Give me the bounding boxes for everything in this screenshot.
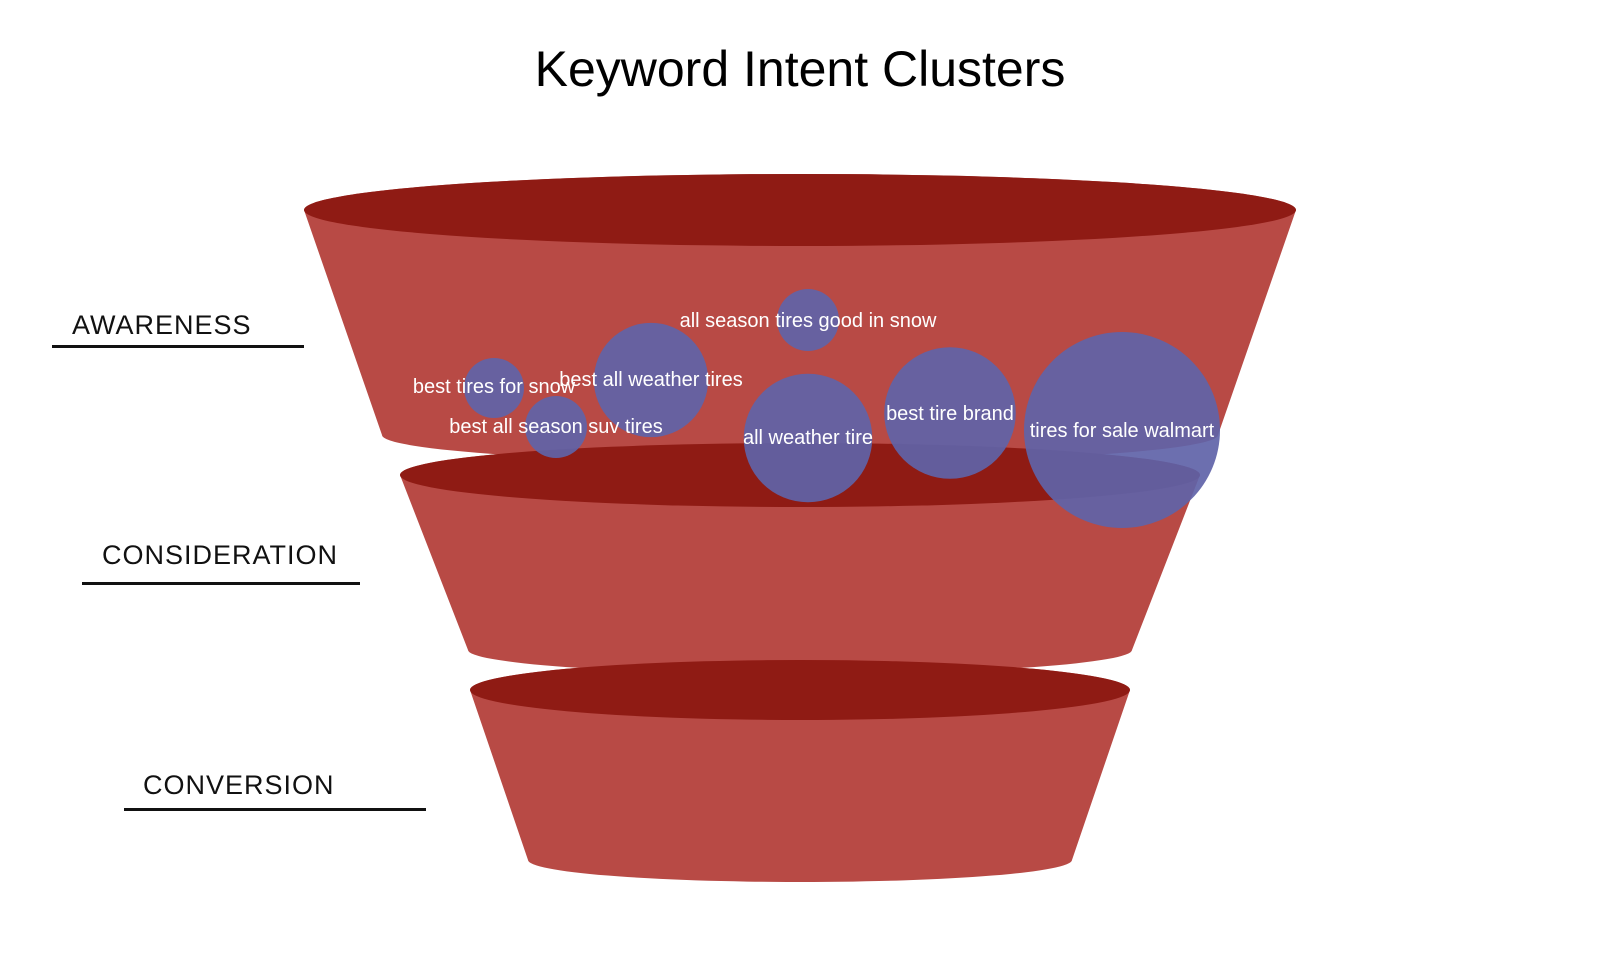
stage-label-consideration: CONSIDERATION [102,540,339,570]
funnel-rim-conversion [470,660,1130,720]
bubble-1 [464,358,524,418]
bubble-4 [743,373,873,503]
bubble-label-2: best all weather tires [559,369,742,391]
bubble-label-6: tires for sale walmart [1030,420,1215,442]
bubble-label-3: best all season suv tires [449,416,662,438]
bubble-0 [777,289,839,351]
stage-underline-awareness [52,345,304,348]
bubble-label-1: best tires for snow [413,376,576,398]
bubble-2 [593,322,709,438]
funnel-rim-awareness [304,174,1296,246]
bubble-layer: all season tires good in snow best tires … [413,289,1220,528]
bubble-label-5: best tire brand [886,403,1014,425]
bubble-5 [884,347,1016,479]
stage-underline-consideration [82,582,360,585]
bubble-label-4: all weather tire [743,427,873,449]
stage-label-conversion: CONVERSION [143,770,335,800]
stage-underline-conversion [124,808,426,811]
chart-title: Keyword Intent Clusters [534,41,1066,97]
bubble-3 [525,396,587,458]
funnel-layer [304,174,1296,882]
bubble-6 [1024,332,1220,528]
stage-label-awareness: AWARENESS [72,310,252,340]
bubble-label-0: all season tires good in snow [680,310,937,332]
